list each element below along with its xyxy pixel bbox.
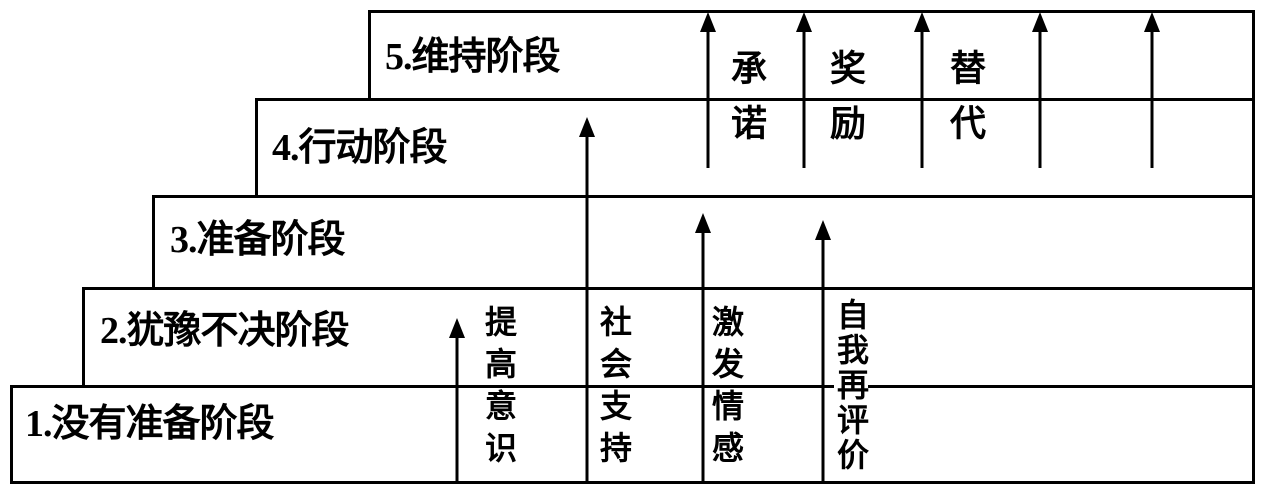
stage-1-label: 1.没有准备阶段	[25, 403, 275, 445]
arrow-top-2	[796, 12, 812, 168]
stage-2-label: 2.犹豫不决阶段	[100, 310, 350, 352]
process-label-commitment: 承诺	[726, 49, 766, 159]
stage-4-label: 4.行动阶段	[272, 127, 448, 169]
process-label-reward: 奖励	[825, 49, 865, 159]
process-label-substitution: 替代	[945, 49, 985, 159]
arrow-top-3	[914, 12, 930, 168]
arrow-emotional-arousal	[695, 213, 711, 483]
process-label-awareness: 提高意识	[481, 305, 517, 473]
arrow-top-4	[1032, 12, 1048, 168]
stage-box-4	[255, 98, 1255, 198]
process-label-emotional-arousal: 激发情感	[708, 305, 744, 473]
process-label-social-support: 社会支持	[596, 305, 632, 473]
stage-box-2	[82, 287, 1255, 388]
process-label-self-reevaluation: 自我再评价	[833, 297, 869, 474]
arrow-self-reevaluation	[815, 220, 831, 483]
arrow-top-1	[700, 12, 716, 168]
arrow-awareness	[449, 318, 465, 483]
stage-3-label: 3.准备阶段	[170, 219, 346, 261]
arrow-social-support	[579, 117, 595, 483]
arrow-top-5	[1144, 12, 1160, 168]
stage-5-label: 5.维持阶段	[385, 36, 561, 78]
